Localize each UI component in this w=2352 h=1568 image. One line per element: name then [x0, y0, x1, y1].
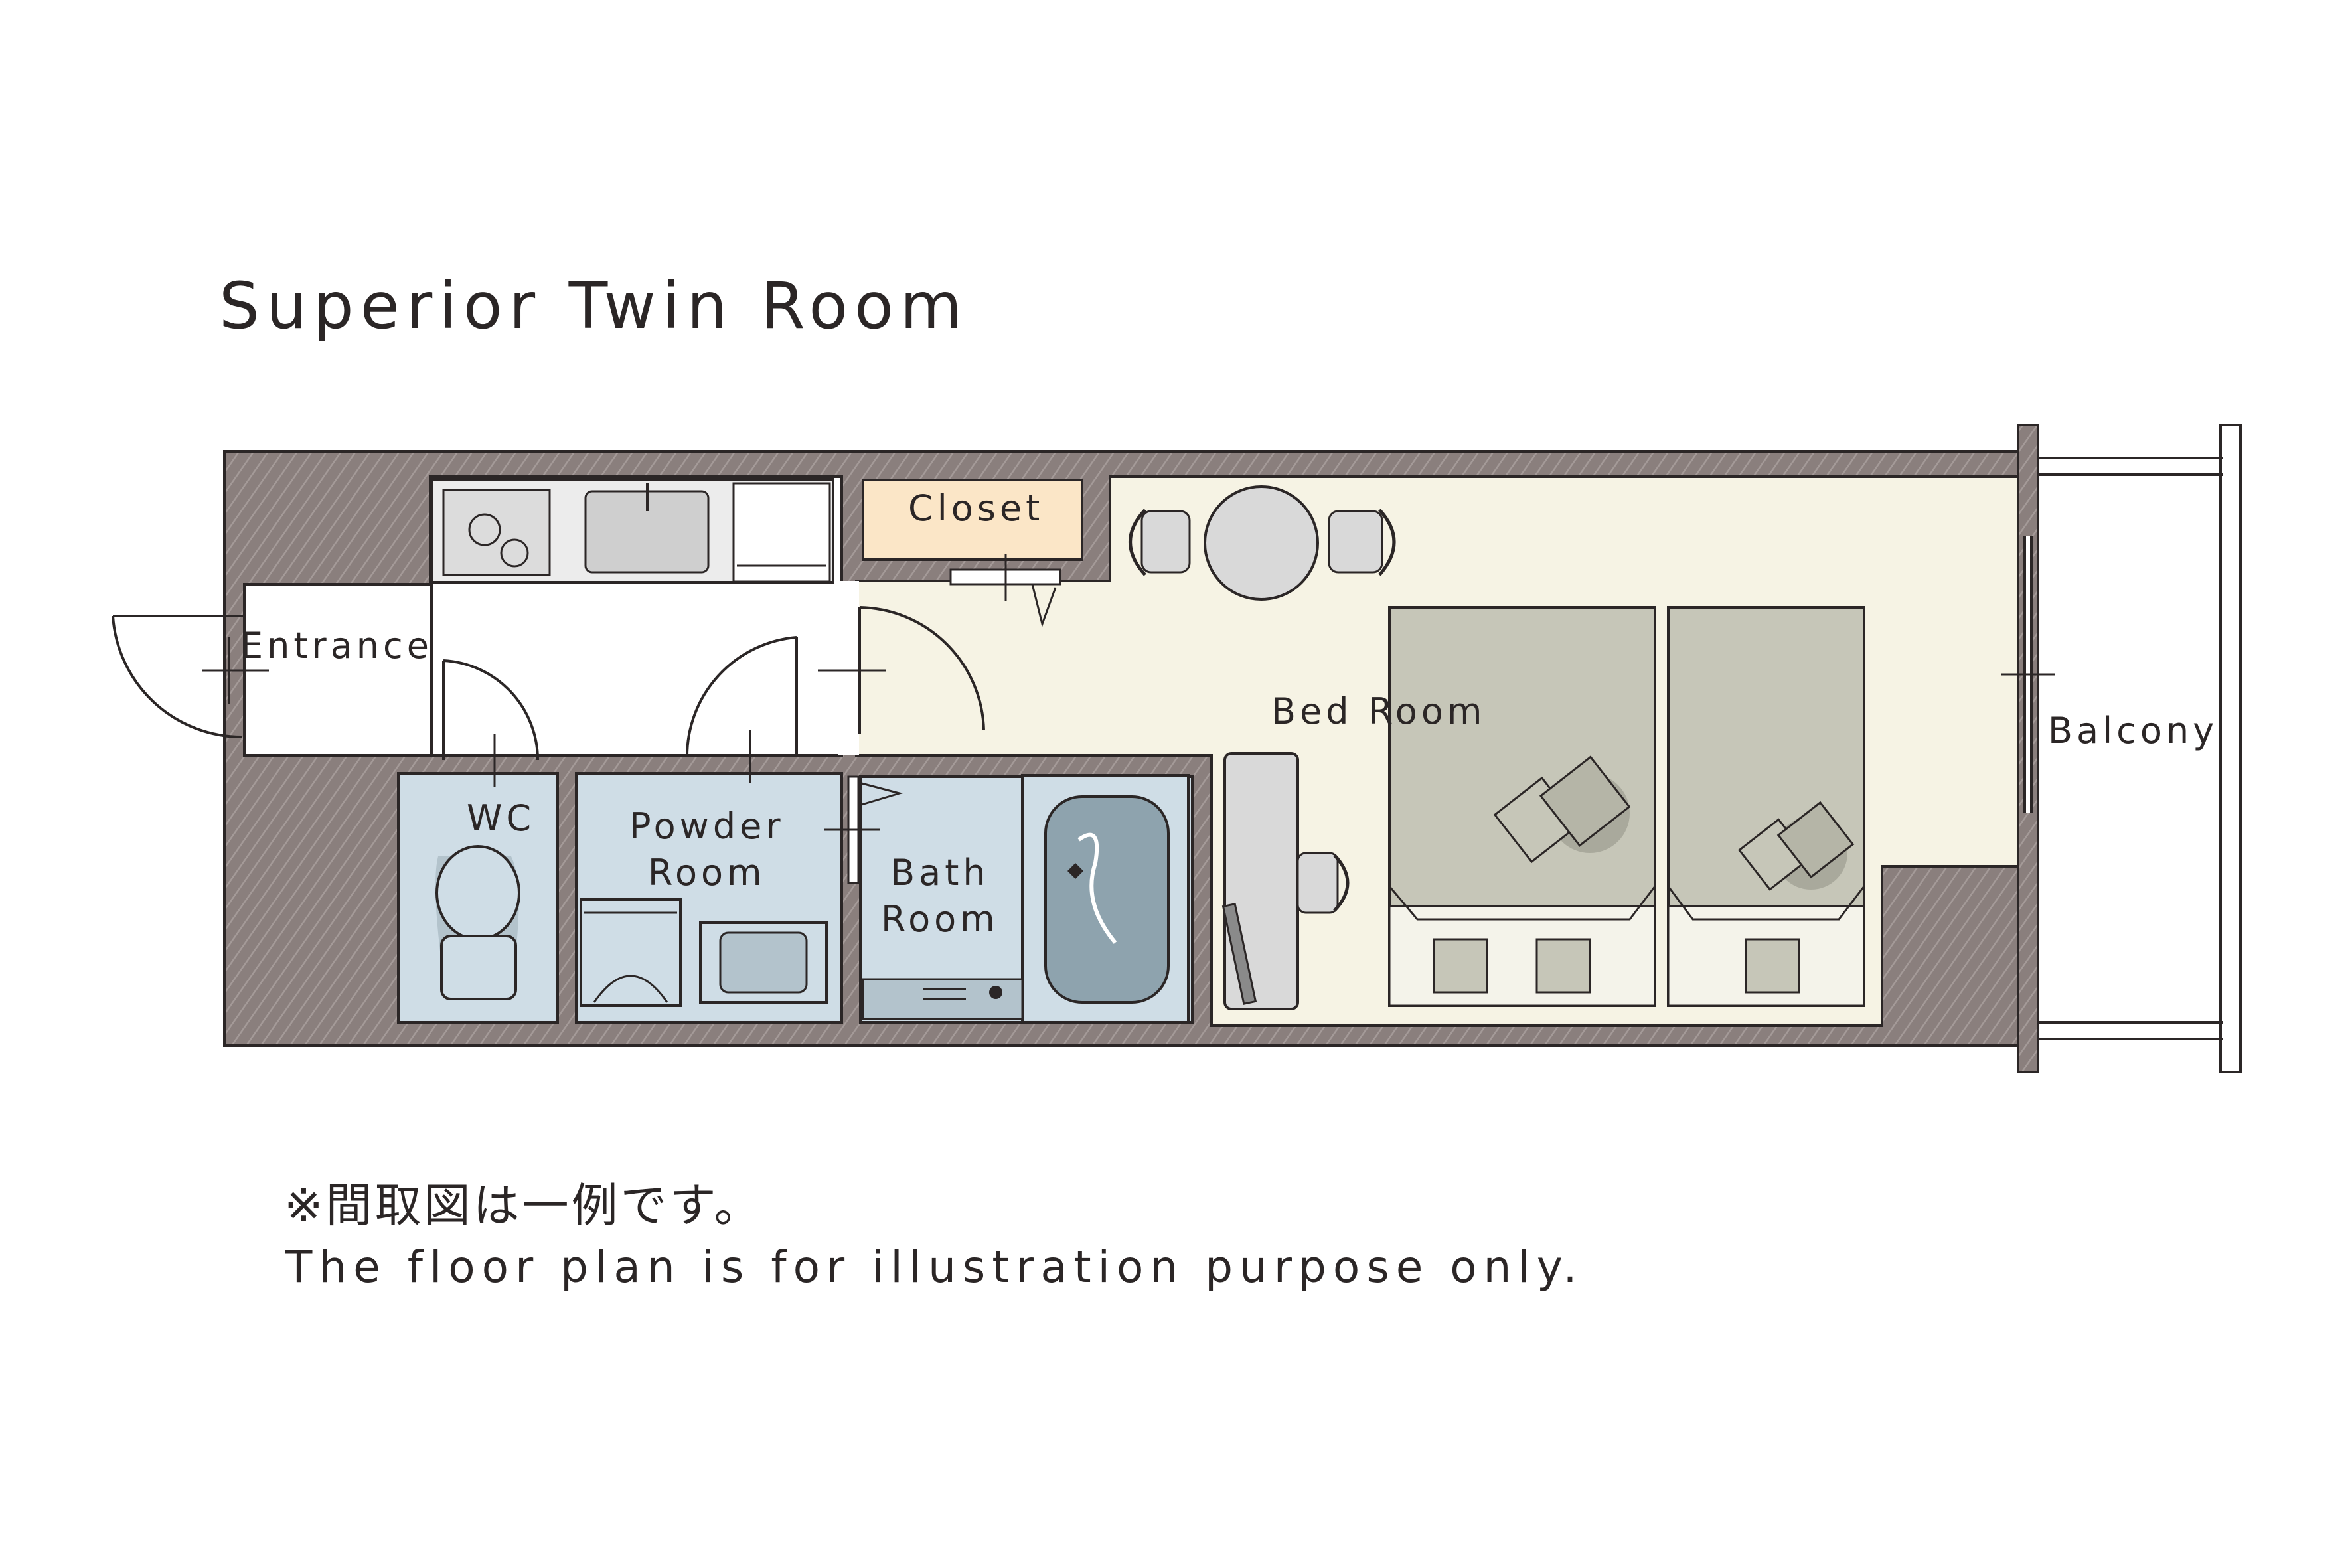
entrance-door: [112, 615, 244, 739]
desk: [1223, 752, 1299, 1010]
round-table: [1204, 485, 1319, 601]
tv: [1221, 902, 1257, 1006]
burner-2: [500, 538, 529, 568]
chair-right: [1328, 510, 1383, 574]
label-powder-line1: Powder: [629, 805, 785, 847]
label-entrance: Entrance: [240, 625, 433, 666]
label-balcony: Balcony: [2048, 710, 2219, 751]
label-closet: Closet: [908, 487, 1044, 529]
bed-left-foot: [1388, 905, 1656, 1007]
chair-left: [1140, 510, 1191, 574]
washing-machine: [580, 898, 682, 1007]
wc-door: [442, 659, 540, 761]
powder-room-door: [685, 636, 798, 757]
pillow-4: [1776, 801, 1855, 879]
stove: [442, 489, 551, 576]
burner-1: [468, 513, 501, 546]
closet-hanger: [1031, 584, 1057, 628]
fridge: [732, 482, 831, 583]
closet-area: [862, 479, 1083, 561]
disclaimer-japanese: ※間取図は一例です。: [284, 1178, 763, 1233]
toilet-bowl: [435, 845, 520, 941]
pillow-2: [1539, 755, 1631, 847]
balcony-railing: [2219, 424, 2242, 1073]
label-bath-line1: Bath: [890, 852, 990, 894]
toilet-tank: [440, 935, 517, 1000]
label-bedroom: Bed Room: [1271, 690, 1486, 732]
label-powder-room: Powder Room: [629, 803, 785, 896]
disclaimer-english: The floor plan is for illustration purpo…: [285, 1241, 1584, 1293]
desk-chair: [1296, 852, 1339, 914]
label-wc: WC: [467, 797, 536, 839]
corridor-link: [838, 581, 859, 755]
page-title: Superior Twin Room: [219, 269, 969, 343]
label-bath-room: Bath Room: [881, 850, 999, 943]
entrance-floor: [243, 583, 433, 757]
label-bath-line2: Room: [881, 898, 999, 940]
bathtub-basin: [1044, 795, 1170, 1004]
label-powder-line2: Room: [647, 852, 766, 894]
